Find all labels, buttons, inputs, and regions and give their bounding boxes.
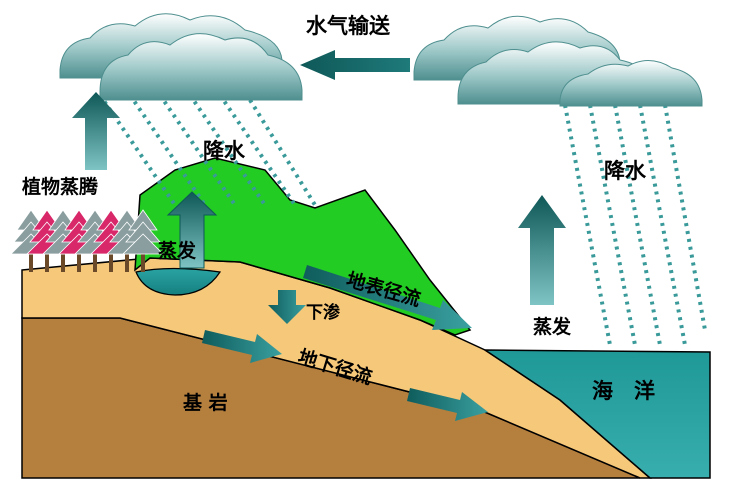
evaporation-ocean-arrow xyxy=(518,195,566,305)
tree-trunk xyxy=(93,248,97,272)
groundwater-arrow-2 xyxy=(407,388,488,421)
ocean-area xyxy=(482,349,711,479)
cloud-ocean xyxy=(413,15,703,107)
precipitation-land-label: 降水 xyxy=(203,139,245,163)
tree-icon xyxy=(122,233,164,255)
lake xyxy=(135,267,222,296)
infiltration-arrow xyxy=(268,290,306,324)
tree-trunk xyxy=(45,248,49,272)
bedrock-label: 基 岩 xyxy=(183,392,228,414)
vapor-transport-label: 水气输送 xyxy=(306,14,390,38)
tree-trunk xyxy=(125,248,129,272)
precipitation-ocean-label: 降水 xyxy=(604,159,646,183)
tree-trunk xyxy=(141,248,145,272)
surface-runoff-arrow xyxy=(303,265,472,330)
evaporation-land-label: 蒸发 xyxy=(158,240,197,262)
infiltration-label: 下渗 xyxy=(306,303,340,323)
evaporation-ocean-label: 蒸发 xyxy=(533,316,572,338)
forest xyxy=(10,209,164,272)
ocean-label: 海 洋 xyxy=(592,379,655,403)
tree-trunk xyxy=(77,248,81,272)
evaporation-land-arrow xyxy=(166,191,218,269)
vapor-transport-arrow xyxy=(300,50,410,80)
tree-trunk xyxy=(61,248,65,272)
rain-ocean xyxy=(563,104,707,346)
tree-trunk xyxy=(109,248,113,272)
plant-transpiration-label: 植物蒸腾 xyxy=(22,176,99,198)
transpiration-arrow xyxy=(72,92,120,170)
rain-land xyxy=(98,93,317,207)
cloud-land xyxy=(59,13,303,101)
tree-trunk xyxy=(29,248,33,272)
groundwater-arrow-1 xyxy=(202,330,282,363)
